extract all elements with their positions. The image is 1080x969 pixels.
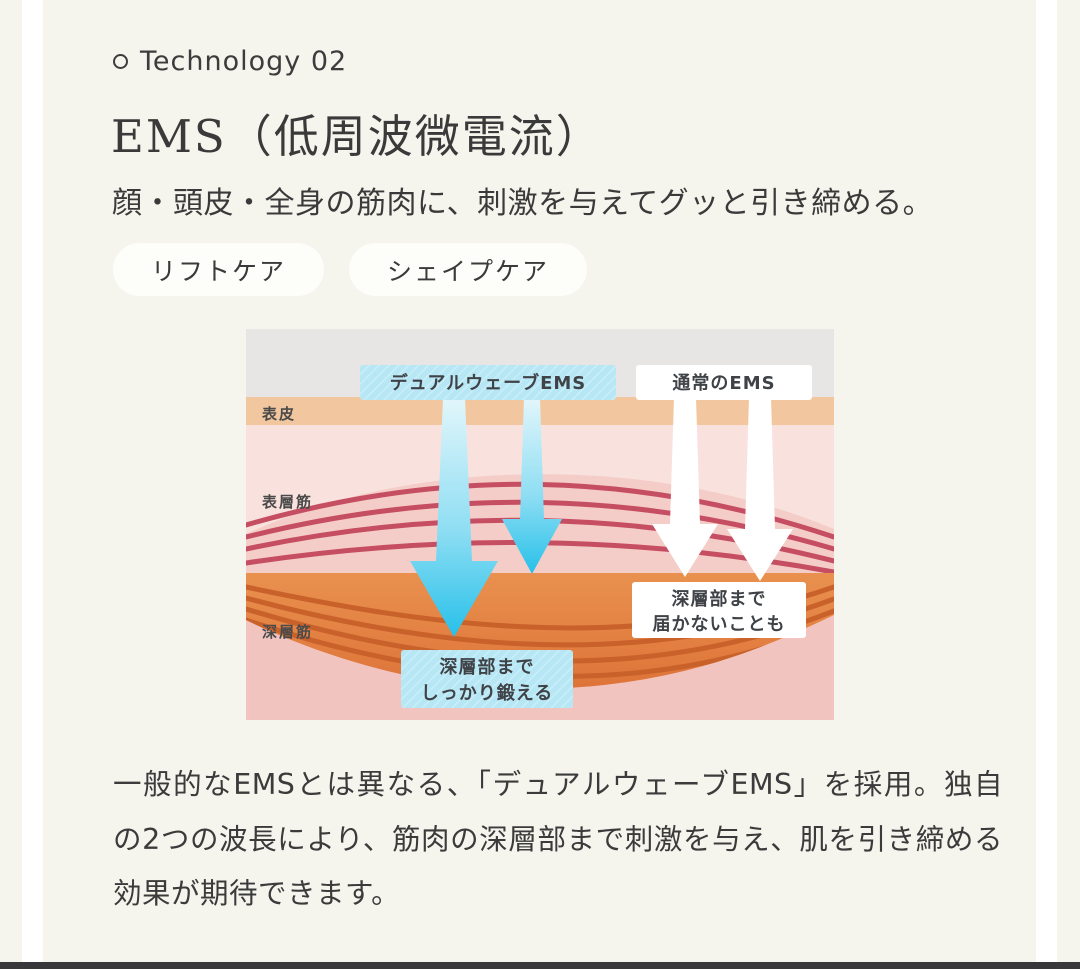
normal-ems-label: 通常のEMS [672,372,775,394]
section-description: 一般的なEMSとは異なる、「デュアルウェーブEMS」を採用。独自の2つの波長によ… [113,768,1003,911]
dual-wave-deep-arrow-icon [410,398,498,637]
normal-ems-caption-line1: 深層部まで [672,588,767,610]
left-gutter [22,0,43,962]
section-eyebrow: Technology 02 [113,46,347,77]
tag-shape-care: シェイプケア [349,243,588,296]
circle-bullet-icon [113,54,128,69]
eyebrow-label: Technology 02 [140,46,348,77]
normal-ems-arrow-left-icon [652,398,718,577]
section-subtitle: 顔・頭皮・全身の筋肉に、刺激を与えてグッと引き締める。 [112,186,934,221]
care-tags: リフトケア シェイプケア [113,243,588,296]
normal-ems-arrow-right-icon [727,398,793,581]
tag-lift-care: リフトケア [113,243,325,296]
dual-wave-caption-line2: しっかり鍛える [421,682,553,704]
deep-muscle-label: 深層筋 [262,623,313,641]
dual-wave-label: デュアルウェーブEMS [390,372,587,394]
surface-muscle-label: 表層筋 [262,493,313,511]
normal-ems-label-box [636,365,812,400]
section-title: EMS（低周波微電流） [111,110,603,163]
bottom-bar [0,962,1080,969]
dual-wave-short-arrow-icon [502,398,562,574]
dual-wave-label-box [360,365,616,400]
dual-wave-caption-line1: 深層部まで [440,656,535,678]
dual-wave-caption-box [401,650,573,708]
normal-ems-caption-line2: 届かないことも [653,614,786,635]
right-gutter [1036,0,1057,962]
ems-skin-layers-diagram: デュアルウェーブEMS 通常のEMS 表皮 表層筋 深層筋 深層部まで しっかり… [246,329,834,720]
epidermis-label: 表皮 [262,405,296,423]
normal-ems-caption-box [632,582,806,638]
